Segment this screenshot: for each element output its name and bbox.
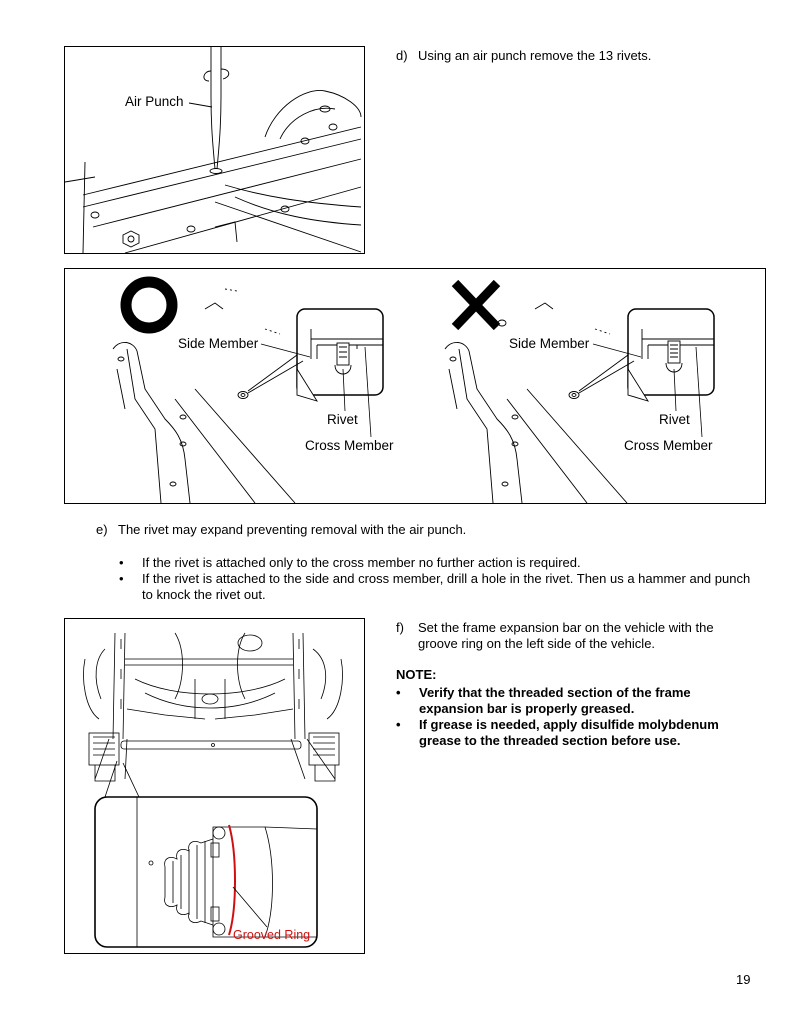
note-list: • Verify that the threaded section of the… [396,685,746,749]
step-e-bullets: • If the rivet is attached only to the cr… [116,555,758,603]
rivet-comparison-illustration: Side Member Rivet Cross Member [112,276,715,503]
right-rivet-label: Rivet [659,412,690,427]
rivet-comparison-figure: Side Member Rivet Cross Member [64,268,766,504]
step-f-text: Set the frame expansion bar on the vehic… [418,620,714,651]
list-item: • If grease is needed, apply disulfide mo… [396,717,746,749]
air-punch-label: Air Punch [125,94,184,109]
note-item-2: If grease is needed, apply disulfide mol… [419,717,719,748]
step-d-letter: d) [396,48,408,63]
left-cross-member-label: Cross Member [305,438,394,453]
page-number: 19 [736,972,751,987]
list-item: • If the rivet is attached to the side an… [116,571,758,603]
step-e-bullet-1: If the rivet is attached only to the cro… [142,555,581,570]
bullet-icon: • [396,717,401,732]
step-e: e) The rivet may expand preventing remov… [96,522,756,540]
step-f: f) Set the frame expansion bar on the ve… [396,620,756,749]
note-item-1: Verify that the threaded section of the … [419,685,691,716]
air-punch-figure: Air Punch [64,46,365,254]
list-item: • If the rivet is attached only to the cr… [116,555,758,571]
incorrect-cross-icon [451,279,501,331]
grooved-ring-label: Grooved Ring [233,928,310,942]
grooved-ring-highlight [228,824,236,936]
bullet-icon: • [119,571,124,586]
left-rivet-label: Rivet [327,412,358,427]
correct-circle-icon [120,276,178,334]
air-punch-illustration: Air Punch [65,47,362,253]
left-side-member-label: Side Member [178,336,259,351]
step-d-text: Using an air punch remove the 13 rivets. [418,48,652,63]
right-side-member-label: Side Member [509,336,590,351]
list-item: • Verify that the threaded section of the… [396,685,746,717]
note-heading: NOTE: [396,667,437,682]
step-f-letter: f) [396,620,404,635]
expansion-bar-figure: Grooved Ring [64,618,365,954]
step-e-bullet-2: If the rivet is attached to the side and… [142,571,751,602]
expansion-bar-illustration: Grooved Ring [83,632,343,948]
bullet-icon: • [119,555,124,570]
right-cross-member-label: Cross Member [624,438,713,453]
bullet-icon: • [396,685,401,700]
step-e-text: The rivet may expand preventing removal … [118,522,467,537]
step-d: d) Using an air punch remove the 13 rive… [396,48,776,66]
step-e-letter: e) [96,522,108,537]
